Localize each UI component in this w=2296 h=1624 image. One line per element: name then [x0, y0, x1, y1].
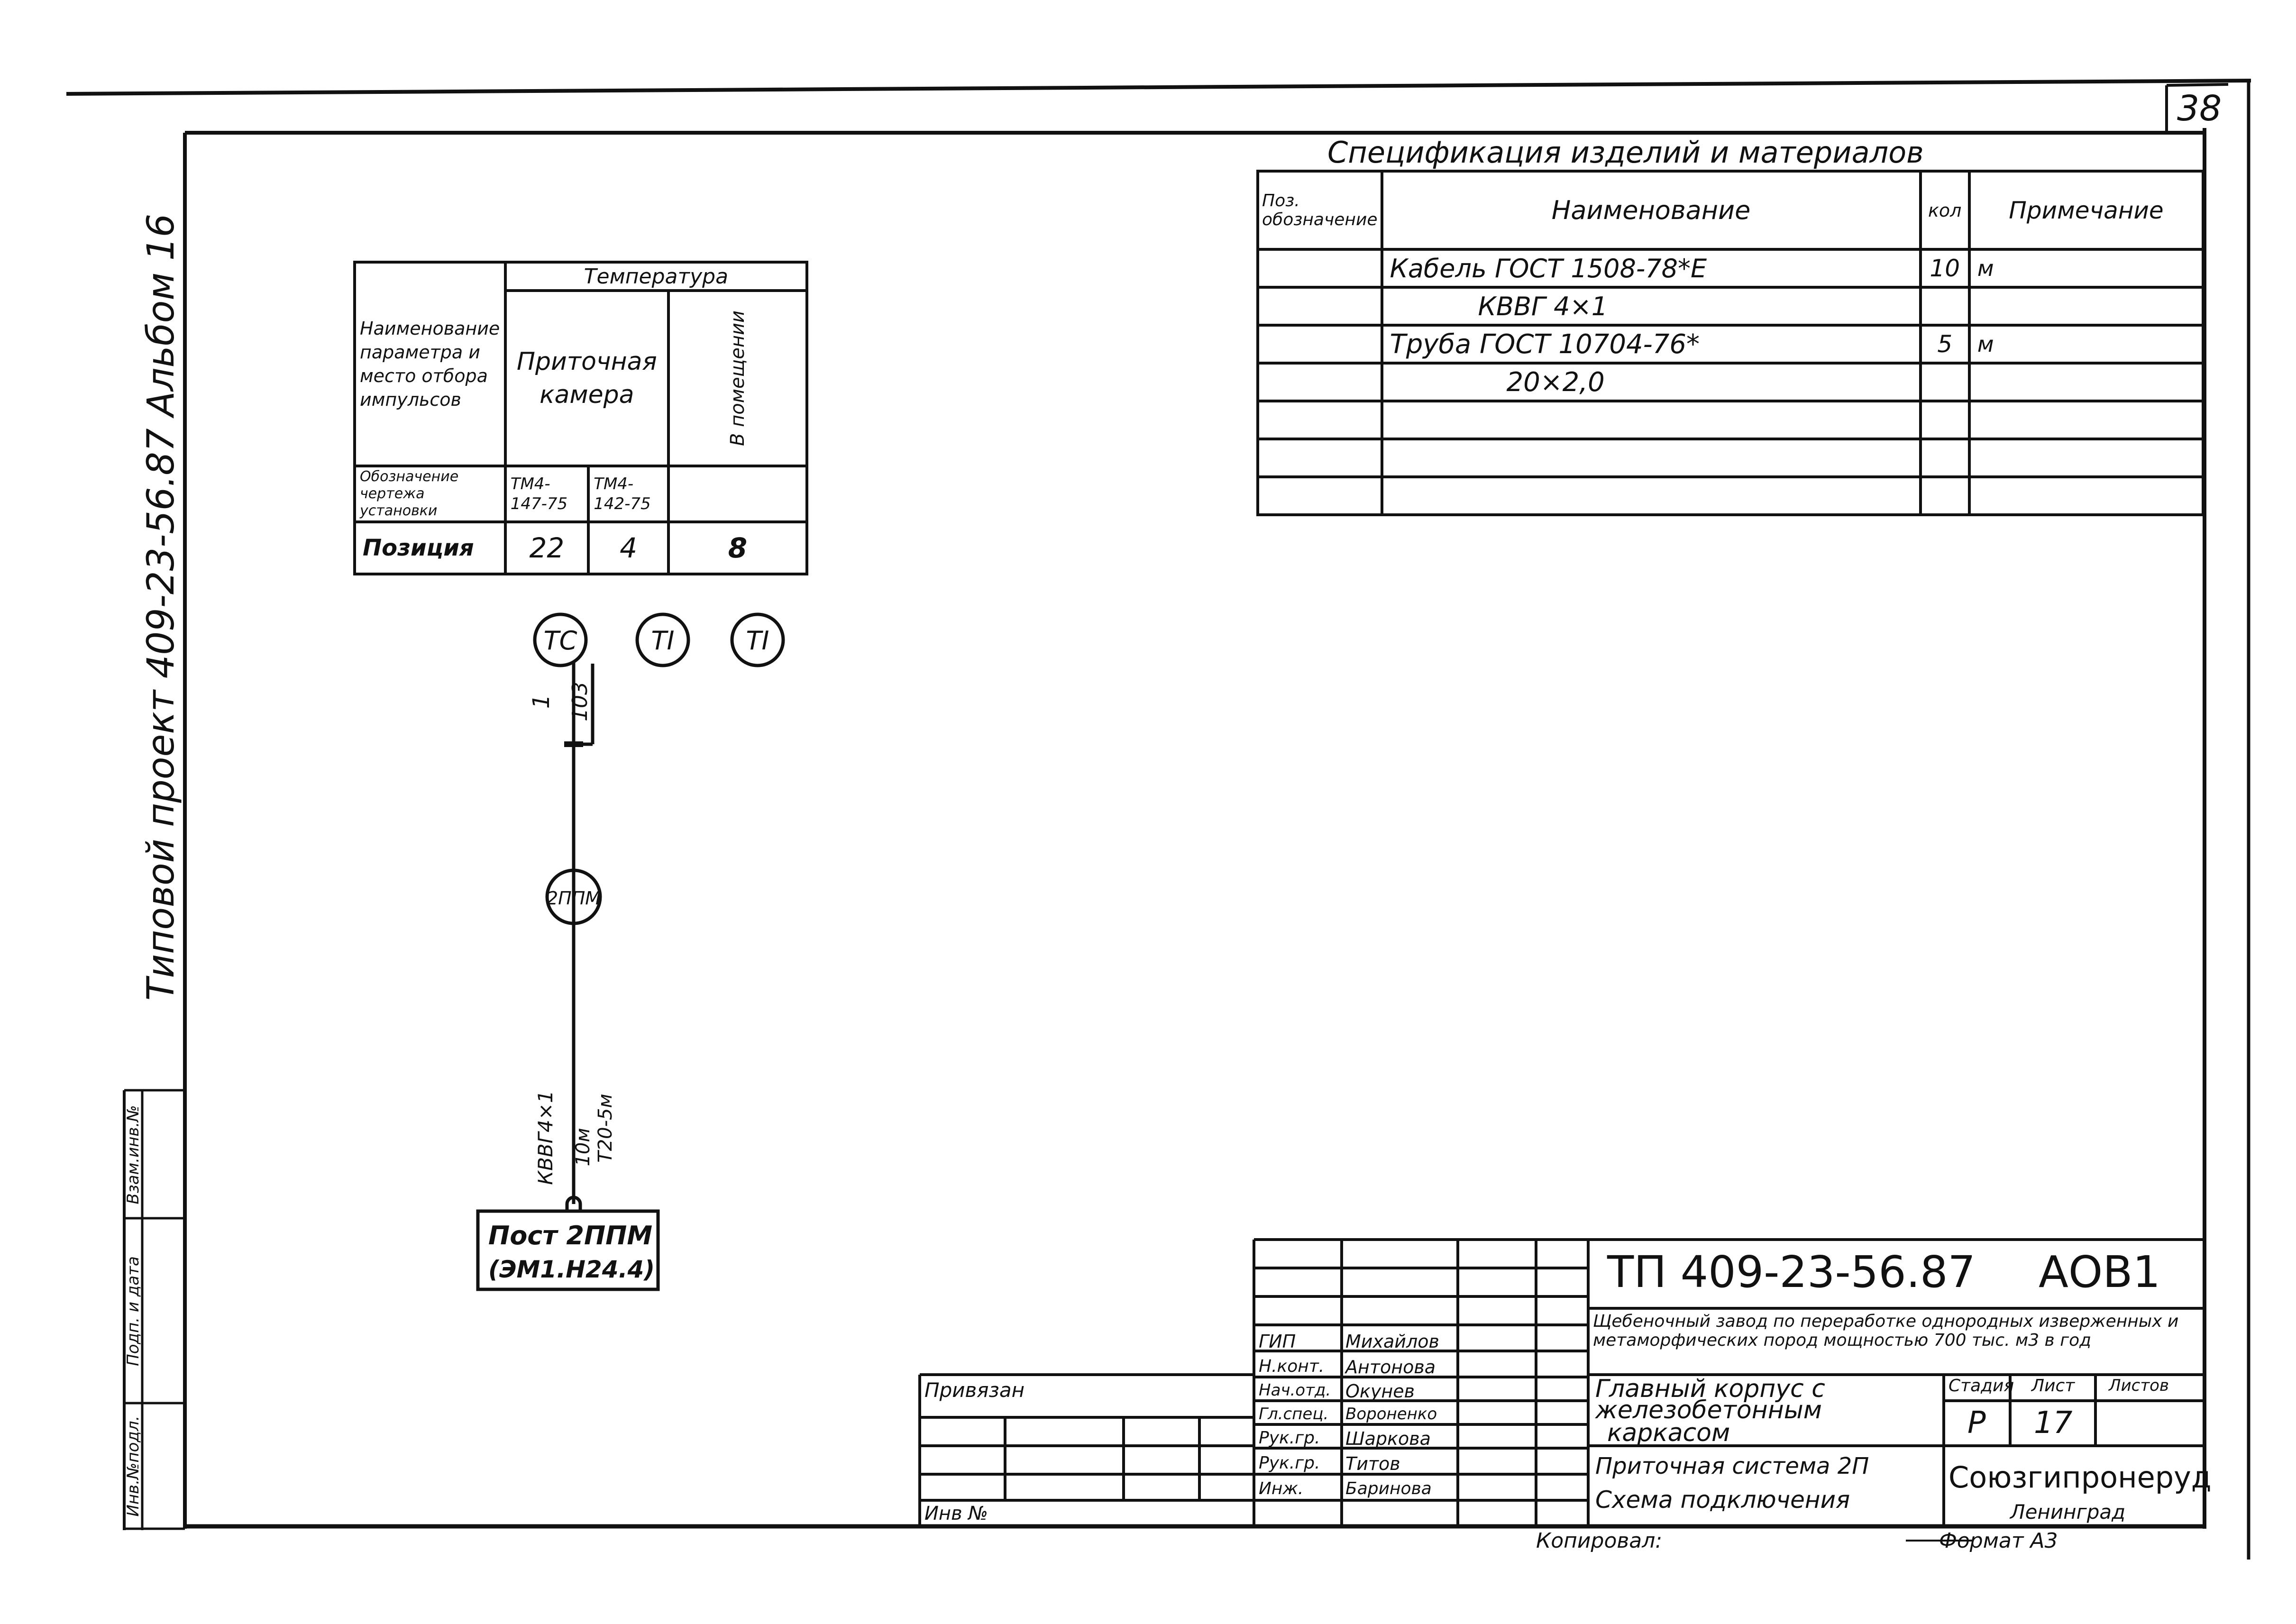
- staff-name: Окунев: [1345, 1381, 1415, 1402]
- pipe-label: Т20-5м: [595, 1094, 616, 1162]
- spec-row: [1256, 400, 2205, 440]
- spec-name: Кабель ГОСТ 1508-78*Е: [1380, 248, 1922, 289]
- organisation-city: Ленинград: [2010, 1500, 2126, 1524]
- spec-qty: [1919, 400, 1971, 440]
- staff-role: Рук.гр.: [1259, 1428, 1320, 1448]
- staff-role: Нач.отд.: [1259, 1381, 1331, 1400]
- staff-name: Титов: [1345, 1453, 1400, 1474]
- position-label: Позиция: [353, 520, 507, 575]
- object-line-1: Главный корпус с: [1595, 1375, 1825, 1403]
- object-line-3: каркасом: [1607, 1419, 1730, 1447]
- sheet-number: 38: [2177, 88, 2222, 129]
- instrument-circle-ti-2: [730, 612, 785, 667]
- stage-header: Стадия: [1948, 1376, 2014, 1396]
- spec-note: [1967, 286, 2205, 327]
- spec-row: [1256, 475, 2205, 516]
- object-line-2: железобетонным: [1595, 1396, 1822, 1424]
- spec-row: 20×2,0: [1256, 362, 2205, 402]
- instrument-circle-ti-1: [635, 612, 690, 667]
- actuator-label: 2ППМ: [547, 888, 601, 909]
- sheet-title-2: Схема подключения: [1595, 1486, 1850, 1514]
- spec-note: [1967, 475, 2205, 516]
- spec-name: [1380, 438, 1922, 478]
- post-box: [476, 1209, 660, 1291]
- wire-number: 1: [528, 694, 555, 709]
- position-1: 22: [503, 520, 590, 575]
- spec-title: Спецификация изделий и материалов: [1327, 135, 1924, 170]
- spec-qty: 5: [1919, 324, 1971, 365]
- wire-reference: 103: [568, 682, 592, 721]
- spec-row: Труба ГОСТ 10704-76* 5 м: [1256, 324, 2205, 365]
- param-table: Наименование параметра и место отбора им…: [353, 261, 809, 575]
- staff-name: Вороненко: [1345, 1405, 1437, 1423]
- spec-header-qty: кол: [1919, 170, 1971, 251]
- length-label: 10м: [572, 1128, 594, 1166]
- position-2: 4: [587, 520, 670, 575]
- drawing-mark: АОВ1: [2039, 1247, 2160, 1297]
- sheets-header: Листов: [2109, 1376, 2169, 1395]
- staff-role: Рук.гр.: [1259, 1453, 1320, 1473]
- project-description: Щебеночный завод по переработке однородн…: [1593, 1312, 2179, 1350]
- instrument-tc: ТС: [544, 626, 577, 656]
- sheet-header: Лист: [2031, 1376, 2075, 1396]
- staff-name: Антонова: [1345, 1357, 1436, 1378]
- spec-qty: [1919, 475, 1971, 516]
- spec-qty: [1919, 438, 1971, 478]
- tied-label: Привязан: [924, 1378, 1025, 1402]
- staff-name: Михайлов: [1345, 1331, 1439, 1352]
- spec-row: [1256, 438, 2205, 478]
- stage-value: Р: [1967, 1405, 1986, 1441]
- instrument-ti-2: TI: [746, 626, 769, 656]
- temperature-header: Температура: [503, 261, 809, 292]
- post-line-2: (ЭМ1.Н24.4): [488, 1256, 655, 1283]
- position-3: 8: [667, 520, 809, 575]
- staff-role: Инж.: [1259, 1479, 1304, 1498]
- staff-role: Н.конт.: [1259, 1357, 1325, 1376]
- spec-row: Кабель ГОСТ 1508-78*Е 10 м: [1256, 248, 2205, 289]
- staff-role: Гл.спец.: [1259, 1405, 1329, 1423]
- spec-header-name: Наименование: [1380, 170, 1922, 251]
- sheet-value: 17: [2034, 1405, 2073, 1441]
- spec-qty: [1919, 286, 1971, 327]
- post-line-1: Пост 2ППМ: [488, 1221, 652, 1250]
- spec-qty: 10: [1919, 248, 1971, 289]
- room-header: В помещении: [667, 289, 809, 467]
- staff-role: ГИП: [1259, 1331, 1296, 1352]
- drawing-code: ТП 409-23-56.87: [1607, 1247, 1976, 1297]
- designation-1: ТМ4-147-75: [503, 465, 590, 523]
- sheet-title-1: Приточная система 2П: [1595, 1453, 1869, 1479]
- instrument-ti-1: TI: [651, 626, 675, 656]
- staff-name: Шаркова: [1345, 1428, 1431, 1449]
- spec-name: [1380, 475, 1922, 516]
- spec-name: 20×2,0: [1380, 362, 1922, 402]
- cable-label: КВВГ4×1: [534, 1090, 557, 1185]
- designation-2: ТМ4-142-75: [587, 465, 670, 523]
- spec-qty: [1919, 362, 1971, 402]
- spec-header-note: Примечание: [1967, 170, 2205, 251]
- actuator-circle: [545, 868, 602, 925]
- spec-header-pos: Поз. обозначение: [1256, 170, 1383, 251]
- spec-note: [1967, 400, 2205, 440]
- spec-name: КВВГ 4×1: [1380, 286, 1922, 327]
- spec-name: Труба ГОСТ 10704-76*: [1380, 324, 1922, 365]
- spec-note: [1967, 438, 2205, 478]
- spec-note: м: [1967, 248, 2205, 289]
- chamber-header: Приточная камера: [503, 289, 670, 467]
- staff-name: Баринова: [1345, 1479, 1432, 1498]
- inventory-label: Инв №: [924, 1503, 988, 1524]
- spec-row: КВВГ 4×1: [1256, 286, 2205, 327]
- spec-table: Поз. обозначение Наименование кол Примеч…: [1256, 170, 2205, 516]
- spec-note: [1967, 362, 2205, 402]
- param-header: Наименование параметра и место отбора им…: [353, 261, 507, 467]
- spec-note: м: [1967, 324, 2205, 365]
- spec-name: [1380, 400, 1922, 440]
- designation-label: Обозначение чертежа установки: [353, 465, 507, 523]
- format-label: Формат А3: [1939, 1529, 2058, 1553]
- copied-label: Копировал:: [1536, 1529, 1663, 1553]
- organisation-name: Союзгипронеруд: [1948, 1460, 2212, 1495]
- instrument-circle-tc: [533, 612, 588, 667]
